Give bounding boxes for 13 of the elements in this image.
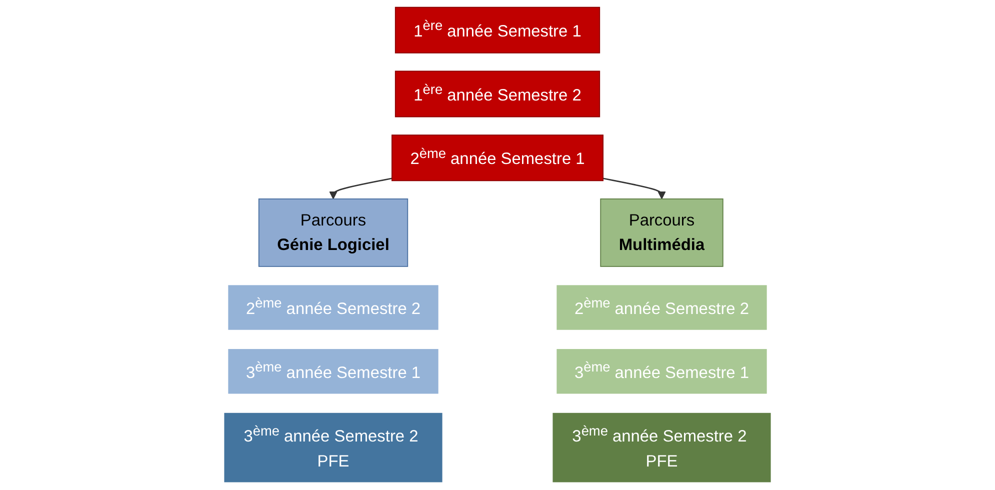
node-box: 1$^{ère}$ année Semestre 1: [394, 6, 600, 54]
node-box: 2$^{ème}$ année Semestre 1: [392, 134, 604, 182]
node-box: 2$^{ème}$ année Semestre 2: [556, 284, 768, 331]
node-box: Parcours Multimédia: [600, 198, 724, 267]
arrow: [602, 178, 666, 200]
node-box: 3$^{ème}$ année Semestre 1: [556, 348, 768, 395]
node-box: 1$^{ère}$ année Semestre 2: [394, 70, 600, 118]
node-box: 3$^{ème}$ année Semestre 2 PFE: [552, 412, 772, 484]
node-box: 2$^{ème}$ année Semestre 2: [227, 284, 440, 331]
node-box: Parcours Génie Logiciel: [258, 198, 408, 267]
node-box: 3$^{ème}$ année Semestre 2 PFE: [223, 412, 444, 484]
arrow: [329, 178, 392, 200]
node-box: 3$^{ème}$ année Semestre 1: [227, 348, 440, 395]
